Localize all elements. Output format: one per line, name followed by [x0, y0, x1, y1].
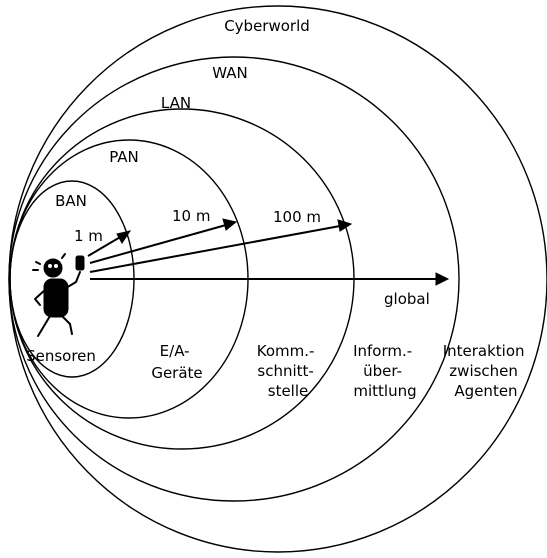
ring-label-wan: WAN — [212, 64, 248, 82]
distance-label-100m: 100 m — [273, 208, 321, 226]
ring-label-lan: LAN — [161, 94, 191, 112]
arrowhead-icon — [222, 218, 238, 231]
zone-label-komm: Komm.- schnitt- stelle — [257, 342, 319, 400]
zone-label-interaktion: Interaktion zwischen Agenten — [443, 342, 530, 400]
ring-label-pan: PAN — [109, 148, 139, 166]
distance-label-10m: 10 m — [172, 207, 210, 225]
zone-label-sensoren: Sensoren — [26, 347, 96, 365]
arrowhead-icon — [116, 230, 132, 244]
arrow-10m — [89, 218, 238, 264]
distance-label-global: global — [384, 290, 430, 308]
arrow-1m — [87, 230, 132, 257]
ring-label-cyberworld: Cyberworld — [224, 17, 310, 35]
ring-wan — [8, 56, 460, 502]
distance-label-1m: 1 m — [74, 227, 103, 245]
zone-label-inform: Inform.- über- mittlung — [353, 342, 417, 400]
zone-label-ea: E/A- Geräte — [151, 342, 202, 382]
ring-label-ban: BAN — [55, 192, 87, 210]
handheld-device-icon — [75, 255, 85, 271]
arrowhead-icon — [337, 219, 353, 232]
arrow-100m — [89, 219, 353, 273]
arrow-global — [90, 272, 450, 286]
person-icon — [32, 253, 85, 337]
arrowhead-icon — [435, 272, 450, 286]
